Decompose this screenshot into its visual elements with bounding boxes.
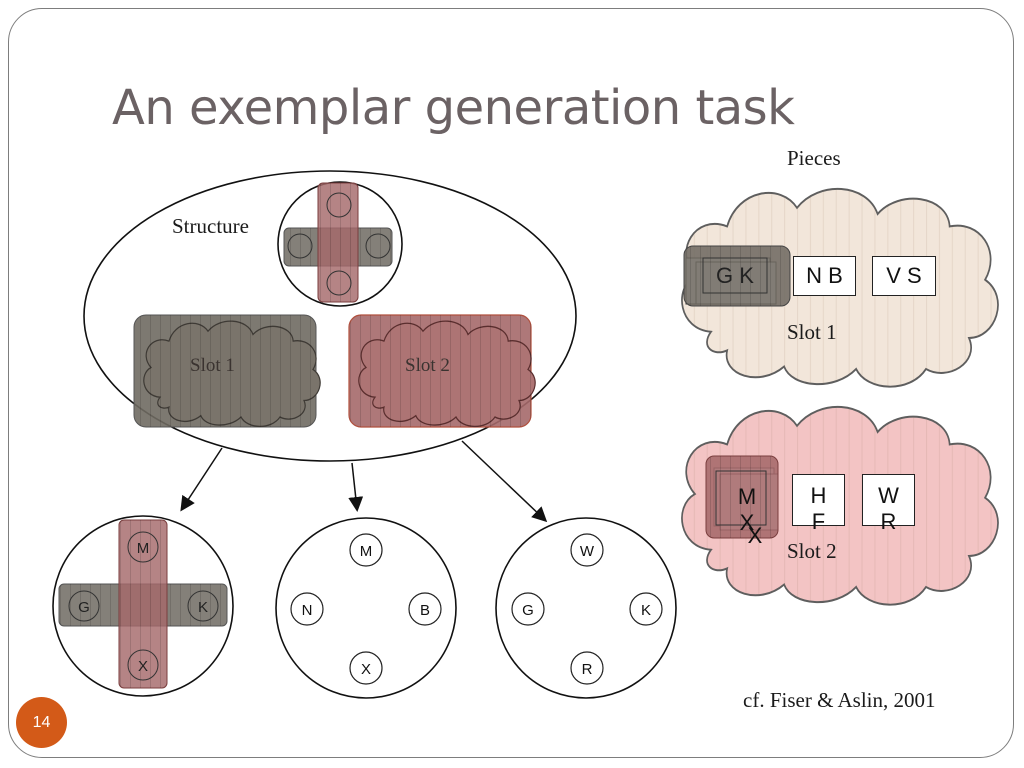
exemplar-1-left: G <box>78 599 90 616</box>
structure-slot-1-label: Slot 1 <box>190 355 235 376</box>
exemplar-3-right: K <box>641 602 651 619</box>
exemplar-1-bottom: X <box>138 658 148 675</box>
structure-cross <box>277 181 403 307</box>
piece-wr-top: W <box>878 483 899 508</box>
exemplar-2-top: M <box>360 543 373 560</box>
exemplar-1: M G K X <box>52 515 234 697</box>
exemplar-2-right: B <box>420 602 430 619</box>
pieces-label: Pieces <box>787 146 841 170</box>
piece-box-nb: N B <box>793 256 856 296</box>
piece-hf-bottom: F <box>811 509 826 534</box>
arrow-to-exemplar-1 <box>180 447 223 512</box>
structure-slot-2-label: Slot 2 <box>405 355 450 376</box>
exemplar-3: W G K R <box>495 517 677 699</box>
pieces-slot-1-label: Slot 1 <box>787 320 837 344</box>
citation: cf. Fiser & Aslin, 2001 <box>743 688 936 712</box>
piece-wr-bottom: R <box>880 509 897 534</box>
piece-mx-bottom: X <box>740 510 755 535</box>
exemplar-2-bottom: X <box>361 661 371 678</box>
piece-gk-label: G K <box>716 263 754 288</box>
page-number-badge: 14 <box>16 697 67 748</box>
piece-stack-gk <box>683 245 791 307</box>
arrow-to-exemplar-2 <box>348 462 364 512</box>
piece-mx-bottom-shadow: X <box>748 523 763 548</box>
exemplar-2: M N B X <box>275 517 457 699</box>
piece-hf-top: H <box>810 483 827 508</box>
exemplar-3-left: G <box>522 602 534 619</box>
exemplar-3-top: W <box>580 543 595 560</box>
piece-box-hf: H F <box>792 474 845 534</box>
arrow-to-exemplar-3 <box>461 440 548 523</box>
piece-box-wr: W R <box>862 474 915 534</box>
slide-title: An exemplar generation task <box>112 80 795 136</box>
piece-stack-mx <box>705 455 779 539</box>
pieces-slot-2-label: Slot 2 <box>787 539 837 563</box>
piece-mx-top: M <box>738 484 756 509</box>
exemplar-1-top: M <box>137 540 150 557</box>
exemplar-3-bottom: R <box>582 661 593 678</box>
structure-label: Structure <box>172 214 249 238</box>
piece-box-vs: V S <box>872 256 936 296</box>
exemplar-1-right: K <box>198 599 208 616</box>
structure-slot-2 <box>348 314 536 428</box>
structure-slot-1 <box>133 314 321 428</box>
exemplar-2-left: N <box>302 602 313 619</box>
